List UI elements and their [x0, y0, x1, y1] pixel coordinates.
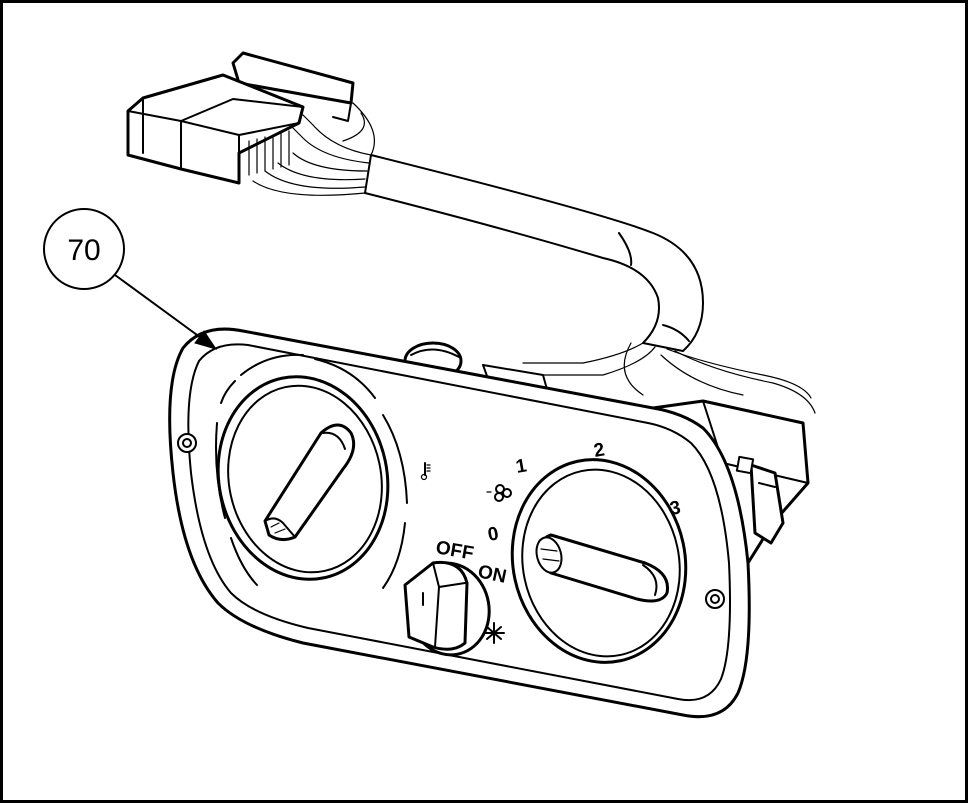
leader-arrowhead — [194, 330, 218, 350]
control-panel — [168, 327, 751, 719]
fan-speed-knob[interactable] — [533, 533, 670, 603]
fan-speed-label-1: 1 — [514, 455, 528, 478]
callout-number: 70 — [67, 234, 100, 267]
ac-switch[interactable] — [402, 557, 497, 661]
fan-speed-label-2: 2 — [592, 439, 606, 462]
snowflake-icon — [483, 622, 505, 644]
heater-control-diagram: 1 2 3 0 OFF ON 70 — [43, 51, 816, 719]
mount-hole-right — [705, 589, 725, 609]
temperature-knob[interactable] — [263, 423, 356, 542]
fan-speed-label-0: 0 — [486, 523, 500, 546]
mount-hole-left — [177, 433, 197, 453]
callout-circle — [43, 208, 125, 290]
fan-speed-label-3: 3 — [668, 497, 682, 520]
connector-plug — [126, 51, 355, 185]
fan-icon — [486, 484, 512, 502]
callout: 70 — [43, 208, 218, 350]
thermometer-icon — [420, 462, 431, 481]
wire-harness — [252, 102, 816, 414]
leader-line — [114, 274, 209, 344]
